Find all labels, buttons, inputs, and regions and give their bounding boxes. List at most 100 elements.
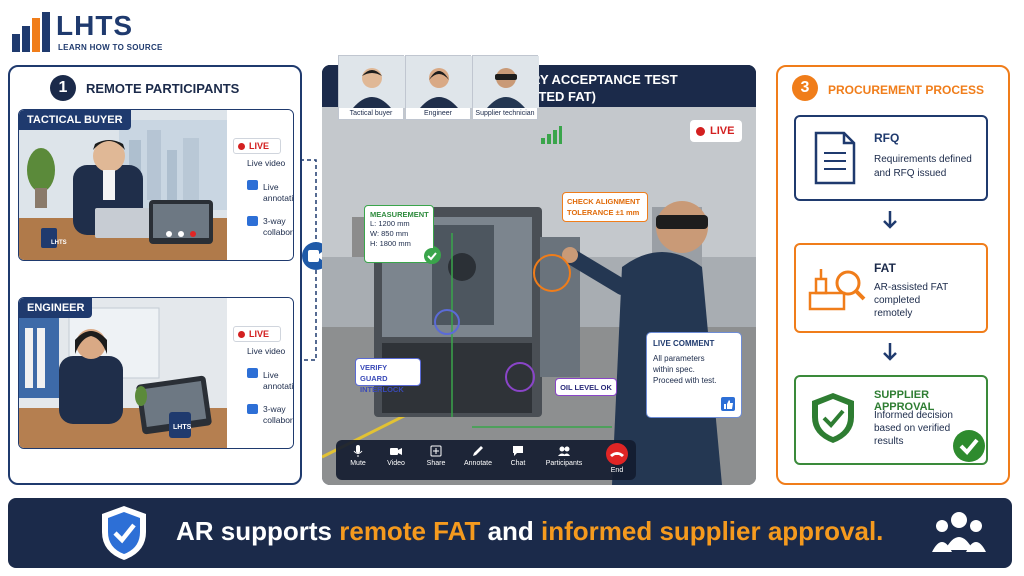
measurement-length: L: 1200 mm bbox=[370, 219, 410, 228]
end-call-button[interactable] bbox=[606, 443, 628, 465]
step-desc-line: completed bbox=[874, 295, 921, 306]
factory-scene bbox=[322, 107, 756, 485]
chat-label: Chat bbox=[510, 460, 526, 467]
chat-button[interactable]: Chat bbox=[498, 444, 538, 467]
feature-annotations: Live annotations bbox=[263, 370, 294, 391]
process-step-fat: FAT AR-assisted FAT completed remotely bbox=[794, 243, 988, 333]
measurement-title: MEASUREMENT bbox=[370, 210, 429, 219]
person-icon bbox=[406, 56, 472, 108]
live-comment-line: All parameters bbox=[653, 354, 705, 363]
arrow-down-icon bbox=[883, 343, 897, 361]
step-title: RFQ bbox=[874, 131, 900, 145]
alignment-annotation: CHECK ALIGNMENT TOLERANCE ±1 mm bbox=[562, 192, 648, 222]
banner-text-part: and bbox=[480, 516, 542, 546]
step-desc-line: based on verified bbox=[874, 423, 951, 434]
buyer-video-scene bbox=[19, 110, 227, 260]
step-desc-line: remotely bbox=[874, 308, 913, 319]
step-title: FAT bbox=[874, 261, 896, 275]
factory-inspect-icon bbox=[808, 269, 866, 311]
step-desc-line: AR-assisted FAT bbox=[874, 282, 949, 293]
live-comment-line: within spec. bbox=[653, 365, 695, 374]
video-label: Video bbox=[387, 460, 405, 467]
share-label: Share bbox=[426, 460, 446, 467]
live-comment-card: LIVE COMMENT All parameters within spec.… bbox=[646, 332, 742, 418]
step-number: 1 bbox=[50, 75, 76, 101]
participant-tactical-buyer: TACTICAL BUYER LHTS LIVE Live video Live… bbox=[18, 109, 294, 261]
feature-collaboration: 3-way collaboration bbox=[263, 404, 293, 425]
logo-bars-icon bbox=[12, 12, 50, 52]
participants-icon bbox=[558, 446, 570, 456]
panel-title: PROCUREMENT PROCESS bbox=[828, 83, 985, 97]
logo-tagline: LEARN HOW TO SOURCE bbox=[58, 43, 163, 52]
participants-button[interactable]: Participants bbox=[542, 444, 586, 467]
guard-interlock-annotation: VERIFY GUARD INTERLOCK bbox=[355, 358, 421, 394]
live-comment-line: Proceed with test. bbox=[653, 376, 717, 385]
check-icon bbox=[424, 248, 440, 264]
participant-features: LIVE Live video Live annotations 3-way c… bbox=[227, 298, 294, 448]
team-icon bbox=[932, 512, 986, 552]
participant-label: ENGINEER bbox=[19, 298, 93, 318]
document-icon bbox=[814, 131, 856, 185]
mute-button[interactable]: Mute bbox=[338, 444, 378, 467]
call-controls-bar: Mute Video Share Annotate Chat Participa… bbox=[336, 440, 636, 480]
thumbs-up-icon bbox=[721, 397, 735, 411]
step-number: 3 bbox=[792, 75, 818, 101]
thumbnail-supplier-technician[interactable]: Supplier technician bbox=[472, 55, 539, 120]
participants-label: Participants bbox=[545, 460, 583, 467]
measurement-height: H: 1800 mm bbox=[370, 239, 411, 248]
checkmark-badge-icon bbox=[953, 430, 985, 462]
panel-title: REMOTE PARTICIPANTS bbox=[86, 81, 240, 96]
process-step-rfq: RFQ Requirements defined and RFQ issued bbox=[794, 115, 988, 201]
arrow-down-icon bbox=[883, 211, 897, 229]
annotate-button[interactable]: Annotate bbox=[458, 444, 498, 467]
alignment-line-1: CHECK ALIGNMENT bbox=[567, 197, 641, 206]
feature-live-video: Live video bbox=[247, 158, 286, 168]
feature-annotations: Live annotations bbox=[263, 182, 294, 203]
oil-level-annotation: OIL LEVEL OK bbox=[555, 378, 617, 396]
video-button[interactable]: Video bbox=[376, 444, 416, 467]
banner-highlight: informed supplier approval. bbox=[541, 516, 884, 546]
end-call-label: End bbox=[610, 467, 624, 474]
summary-banner: AR supports remote FAT and informed supp… bbox=[8, 498, 1012, 568]
share-button[interactable]: Share bbox=[416, 444, 456, 467]
participant-features: LIVE Live video Live annotations 3-way c… bbox=[227, 110, 294, 260]
thumbnail-engineer[interactable]: Engineer bbox=[405, 55, 472, 120]
person-icon bbox=[473, 56, 539, 108]
mute-label: Mute bbox=[350, 460, 366, 467]
banner-text-part: AR supports bbox=[176, 516, 340, 546]
measurement-width: W: 850 mm bbox=[370, 229, 409, 238]
participant-engineer: ENGINEER LHTS LIVE Live video Live annot… bbox=[18, 297, 294, 449]
microphone-icon bbox=[353, 445, 363, 457]
step-desc-line: results bbox=[874, 436, 904, 447]
step-title: SUPPLIER APPROVAL bbox=[874, 389, 935, 413]
remote-fat-panel: 2 REMOTE FACTORY ACCEPTANCE TEST (AR-ASS… bbox=[322, 65, 756, 485]
process-step-supplier-approval: SUPPLIER APPROVAL Informed decision base… bbox=[794, 375, 988, 465]
thumbnail-label: Engineer bbox=[406, 109, 470, 119]
logo-wordmark: LHTS bbox=[56, 10, 134, 41]
live-comment-title: LIVE COMMENT bbox=[653, 339, 715, 348]
chat-bubble-icon bbox=[513, 446, 523, 456]
thumbnail-tactical-buyer[interactable]: Tactical buyer bbox=[338, 55, 405, 120]
person-icon bbox=[339, 56, 405, 108]
chat-icon bbox=[247, 368, 258, 378]
banner-highlight: remote FAT bbox=[339, 516, 481, 546]
pencil-icon bbox=[473, 446, 483, 456]
live-dot-icon bbox=[238, 142, 245, 150]
hang-up-icon bbox=[610, 452, 624, 457]
chat-icon bbox=[247, 180, 258, 190]
signal-strength-icon bbox=[541, 126, 562, 144]
live-badge: LIVE bbox=[233, 326, 281, 342]
shield-check-icon bbox=[102, 506, 146, 560]
banner-message: AR supports remote FAT and informed supp… bbox=[176, 516, 883, 547]
brand-logo: LHTS LEARN HOW TO SOURCE bbox=[10, 8, 170, 56]
procurement-process-panel: 3 PROCUREMENT PROCESS RFQ Requirements d… bbox=[776, 65, 1010, 485]
live-dot-icon bbox=[238, 330, 245, 338]
step-desc-line: and RFQ issued bbox=[874, 168, 947, 179]
video-camera-icon bbox=[390, 448, 402, 455]
guard-line-2: INTERLOCK bbox=[360, 385, 404, 394]
people-icon bbox=[247, 216, 258, 226]
measurement-annotation: MEASUREMENT L: 1200 mm W: 850 mm H: 1800… bbox=[364, 205, 434, 263]
thumbnail-label: Supplier technician bbox=[473, 109, 537, 119]
share-icon bbox=[430, 445, 442, 457]
feature-collaboration: 3-way collaboration bbox=[263, 216, 293, 237]
